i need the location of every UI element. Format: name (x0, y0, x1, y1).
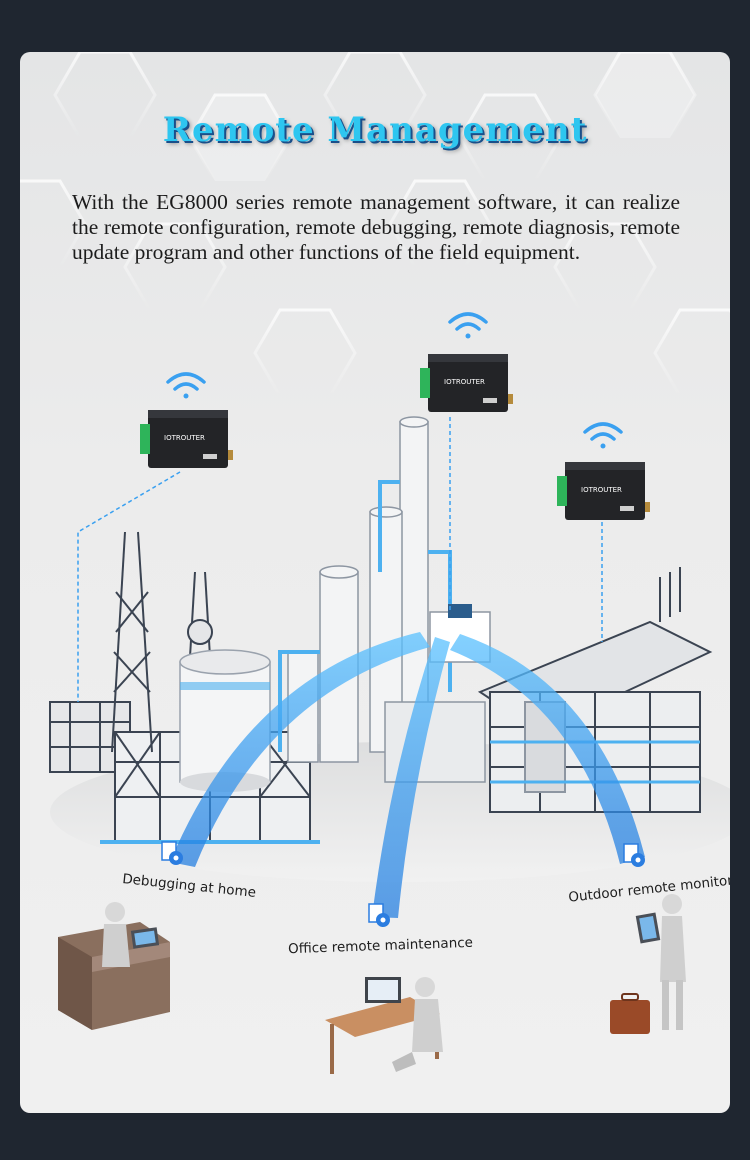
router-device-icon: IOTROUTER (420, 354, 513, 412)
router-device-icon: IOTROUTER (140, 410, 233, 468)
connection-lines (77, 417, 603, 702)
settings-gear-icon (623, 843, 645, 867)
svg-text:IOTROUTER: IOTROUTER (164, 434, 205, 442)
settings-gear-icon (161, 841, 183, 865)
page-title: Remote Management (162, 110, 588, 150)
office-user-scene (325, 977, 443, 1074)
content-card: Remote Management With the EG8000 series… (20, 52, 730, 1113)
svg-text:IOTROUTER: IOTROUTER (444, 378, 485, 386)
wifi-icon (448, 312, 488, 339)
settings-gear-icon (368, 903, 390, 927)
industrial-plant-illustration: IOTROUTER IOTROUTER IOTROUTER (49, 312, 730, 1074)
storage-tank (179, 649, 271, 792)
router-device-icon: IOTROUTER (557, 462, 650, 520)
wifi-icon (166, 372, 206, 399)
description-text: With the EG8000 series remote management… (72, 190, 680, 264)
svg-text:IOTROUTER: IOTROUTER (581, 486, 622, 494)
home-user-scene (58, 902, 170, 1030)
wifi-icon (583, 422, 623, 449)
signal-beams (170, 632, 645, 918)
outdoor-user-scene (610, 894, 686, 1034)
hexagon-background-pattern (20, 52, 730, 398)
